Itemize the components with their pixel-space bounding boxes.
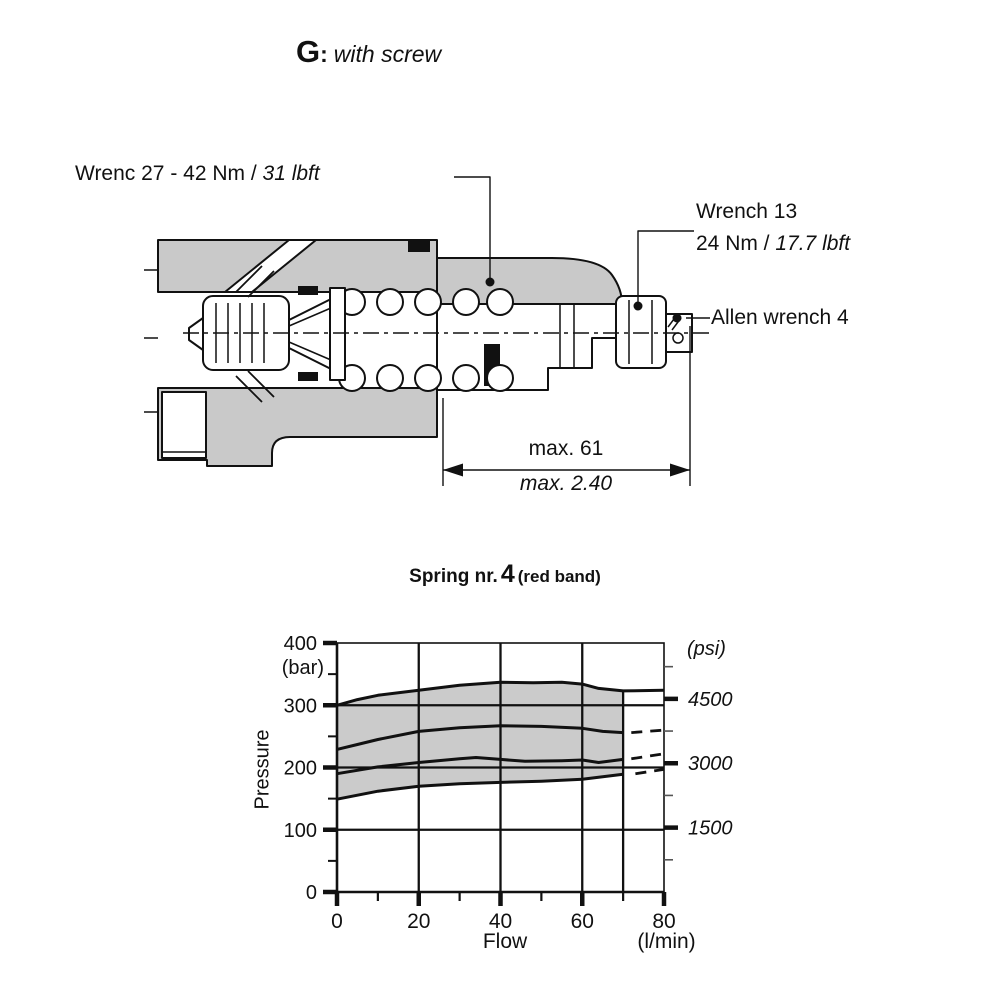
chart-title-suffix: (red band): [517, 567, 601, 586]
x-tick-label: 0: [331, 910, 343, 933]
y-tick-label: 0: [306, 882, 317, 904]
title-subtitle: with screw: [333, 41, 442, 67]
chart-title-spring-number: 4: [500, 560, 515, 588]
torque-annotation: Wrenc 27 - 42 Nm / 31 lbft: [75, 162, 320, 186]
curve-lower-limit-dashed: [635, 768, 665, 776]
y-tick-label: 400: [284, 633, 317, 655]
locknut-annotation-line1: Wrench 13: [696, 200, 798, 223]
x-tick-label: 40: [489, 910, 512, 933]
allen-annotation: Allen wrench 4: [711, 306, 849, 329]
y-axis-label: Pressure: [251, 729, 274, 810]
curve-lower-limit: [336, 772, 624, 801]
locknut-torque-imperial: 17.7 lbft: [775, 232, 851, 255]
chart-title: Spring nr. 4 (red band): [320, 560, 690, 589]
psi-tick-label: 3000: [688, 753, 733, 775]
x-axis-label: Flow: [482, 930, 528, 953]
x-axis-unit: (l/min): [637, 930, 696, 953]
dimension-imperial: max. 2.40: [519, 472, 613, 495]
leader-lines: [454, 176, 710, 323]
title-colon: :: [320, 41, 328, 67]
manifold-bottom: [157, 387, 438, 467]
psi-tick-label: 1500: [688, 818, 733, 840]
curve-upper-mid-dashed: [631, 728, 665, 734]
psi-tick-label: 4500: [688, 689, 733, 711]
arrowhead-left: [443, 463, 463, 477]
valve-cross-section-drawing: [144, 176, 712, 486]
curve-upper-limit: [336, 680, 665, 707]
y-tick-label: 200: [284, 758, 317, 780]
dimension-lines: [442, 326, 691, 486]
curve-lower-mid: [336, 756, 624, 776]
port-cavity: [161, 391, 207, 459]
x-tick-label: 60: [571, 910, 594, 933]
allen-socket: [672, 332, 684, 344]
plug-tip: [188, 317, 204, 351]
tolerance-band: [337, 682, 624, 800]
seal-small: [298, 286, 318, 295]
title-letter: G: [296, 34, 321, 69]
chart-title-prefix: Spring nr.: [409, 566, 498, 587]
curve-upper-mid: [336, 724, 624, 751]
right-axis-unit: (psi): [687, 638, 726, 660]
spring-seat: [329, 287, 346, 381]
y-tick-label: 300: [284, 695, 317, 717]
torque-annotation-imperial: 31 lbft: [262, 162, 320, 185]
seal-small: [298, 372, 318, 381]
x-tick-label: 20: [407, 910, 430, 933]
arrowhead-right: [670, 463, 690, 477]
left-axis-unit: (bar): [281, 657, 324, 679]
torque-annotation-metric: Wrenc 27 - 42 Nm /: [75, 162, 263, 185]
notch-details: [235, 265, 275, 403]
locknut-annotation-line2: 24 Nm / 17.7 lbft: [696, 232, 850, 256]
y-tick-label: 100: [284, 820, 317, 842]
x-tick-label: 80: [652, 910, 675, 933]
locknut-torque-metric: 24 Nm /: [696, 232, 776, 255]
curve-lower-mid-dashed: [631, 752, 665, 761]
page-title: G:with screw: [296, 34, 441, 70]
seal-top: [408, 241, 430, 252]
dimension-metric: max. 61: [528, 437, 604, 460]
pressure-flow-chart: 0 100 200 300 400 0 20 40 60 80 1500 3000 4500: [284, 633, 733, 933]
